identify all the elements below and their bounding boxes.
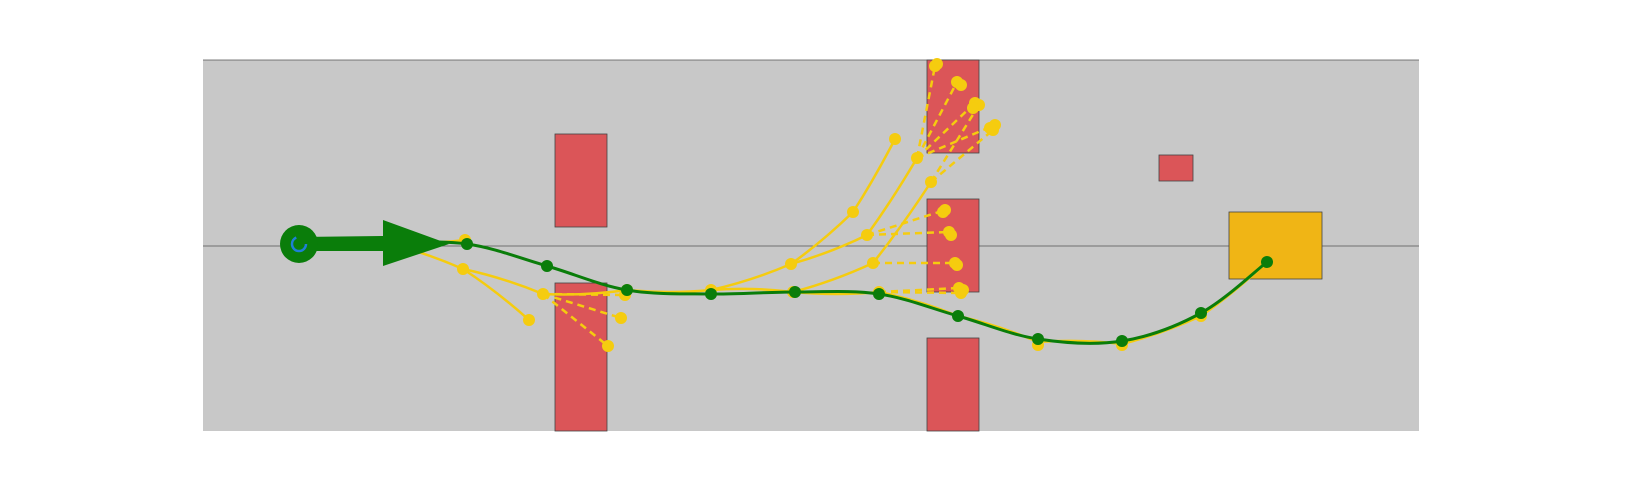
explored-node: [523, 314, 535, 326]
path-waypoint: [1116, 335, 1128, 347]
explored-node: [945, 229, 957, 241]
explored-dashed-edge: [916, 123, 996, 160]
heading-arrow: [299, 220, 449, 266]
explored-edge: [865, 157, 919, 236]
explored-node: [615, 312, 627, 324]
explored-node: [847, 206, 859, 218]
explored-node: [867, 257, 879, 269]
obstacle-upper-left: [554, 133, 608, 228]
explored-edge: [710, 262, 792, 292]
path-waypoint: [541, 260, 553, 272]
path-waypoint: [1261, 256, 1273, 268]
explored-node: [984, 122, 996, 134]
obstacle-lower-left: [554, 282, 608, 432]
path-waypoint: [789, 286, 801, 298]
explored-node: [457, 263, 469, 275]
explored-dashed-edge: [878, 290, 962, 295]
explored-node: [889, 133, 901, 145]
explored-dashed-edge: [929, 104, 981, 183]
path-waypoint: [1195, 307, 1207, 319]
explored-dashed-edge: [915, 65, 937, 159]
explored-edge: [790, 233, 868, 266]
obstacles-layer: [554, 59, 1194, 432]
path-waypoint: [621, 284, 633, 296]
explored-dashed-edge: [915, 81, 959, 159]
explored-node: [937, 206, 949, 218]
explored-node: [931, 58, 943, 70]
explored-dashed-edge: [542, 293, 609, 347]
explored-dashed-edge: [866, 208, 946, 237]
explored-node: [537, 288, 549, 300]
explored-edge: [462, 267, 544, 296]
explored-node: [602, 340, 614, 352]
explored-edge: [462, 267, 530, 321]
explored-node: [861, 229, 873, 241]
start-marker: [280, 225, 318, 263]
explored-node: [785, 258, 797, 270]
explored-node: [911, 152, 923, 164]
obstacle-bottom-mid: [926, 337, 980, 432]
explored-edge: [792, 261, 874, 294]
explored-node: [967, 102, 979, 114]
obstacle-small-right: [1158, 154, 1194, 182]
explored-dashed-edge: [930, 129, 994, 183]
goal-region: [1228, 211, 1323, 280]
obstacle-center-mid: [926, 198, 980, 293]
explored-edge: [851, 138, 897, 213]
path-waypoint: [705, 288, 717, 300]
final-path-layer: [298, 237, 1273, 347]
path-waypoint: [461, 238, 473, 250]
explored-dashed-edge: [916, 102, 976, 159]
explored-node: [925, 176, 937, 188]
explored-edge: [790, 211, 854, 266]
path-waypoint: [1032, 333, 1044, 345]
explored-dashed-edge: [542, 292, 622, 320]
explored-node: [957, 284, 969, 296]
explored-dashed-edge: [542, 292, 626, 297]
path-waypoint: [952, 310, 964, 322]
explored-dashed-edge: [866, 230, 950, 237]
agent-orientation-icon: [290, 235, 308, 253]
explored-node: [955, 79, 967, 91]
explored-node: [951, 259, 963, 271]
path-waypoint: [873, 288, 885, 300]
agent-layer: [280, 220, 449, 266]
